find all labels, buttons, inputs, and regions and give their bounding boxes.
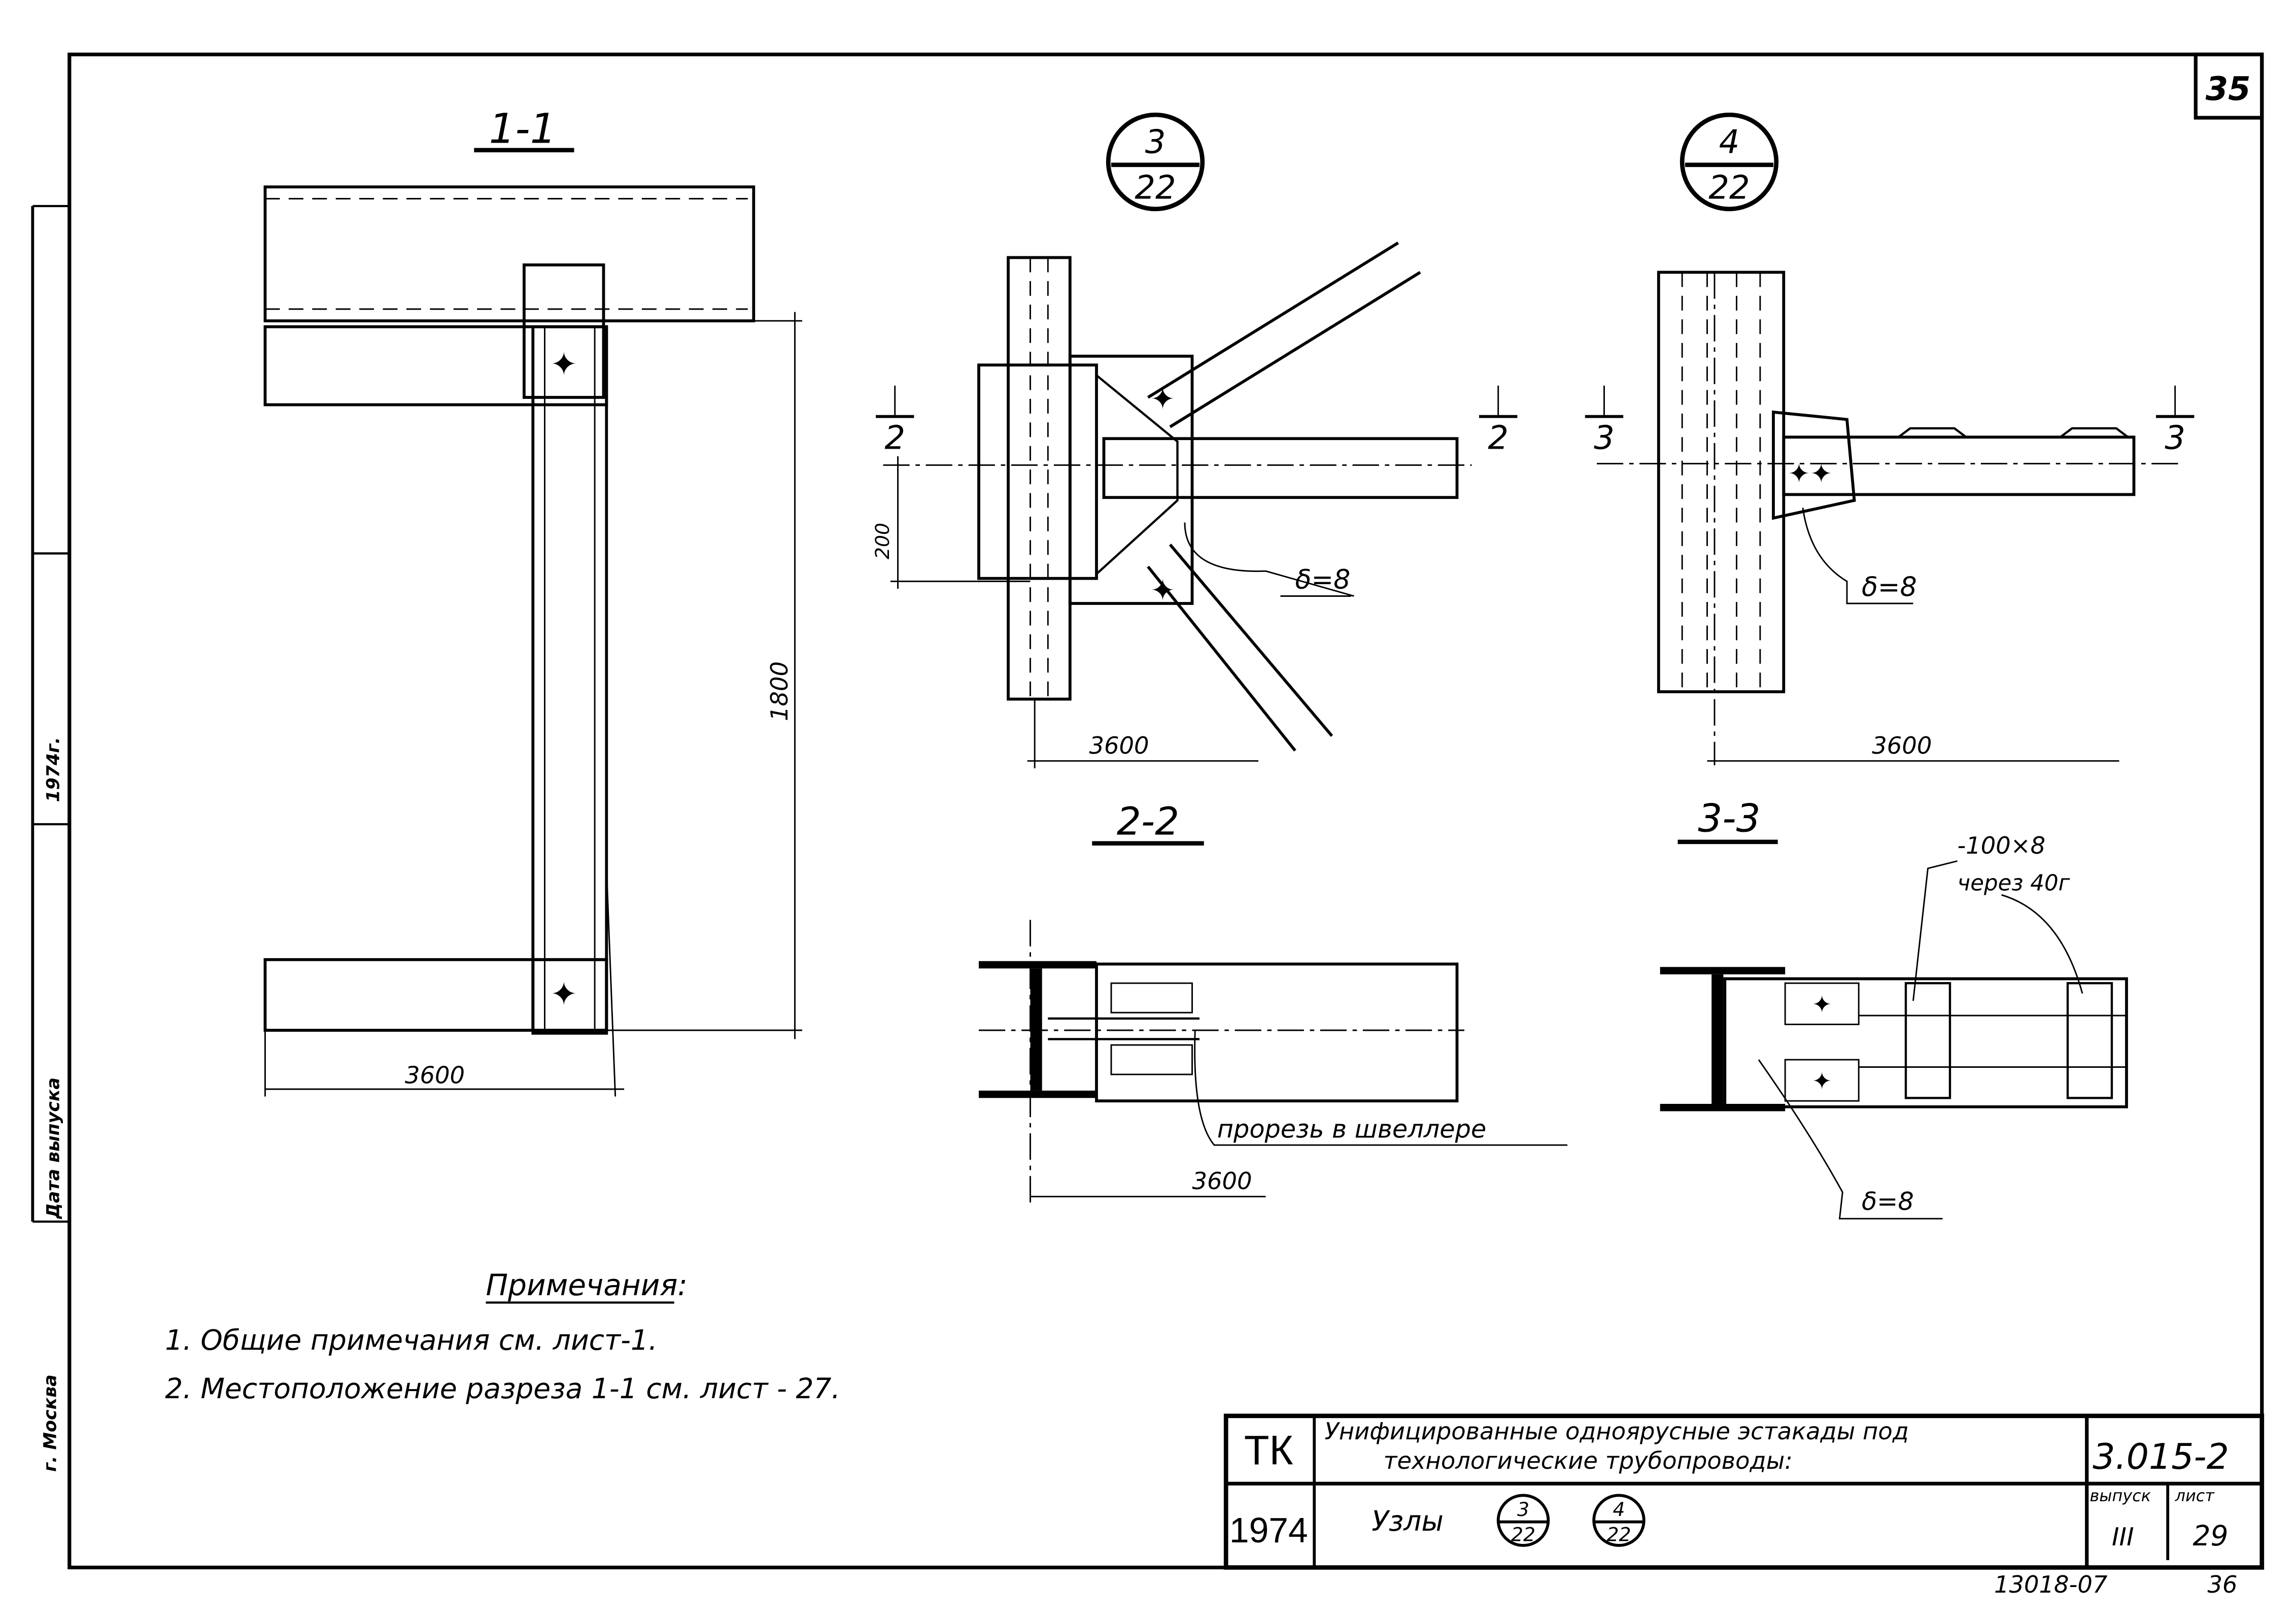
dim-3600: 3600 xyxy=(1089,732,1149,759)
node-4-22: 4 22 ✦✦ 3 3 δ=8 3600 xyxy=(1585,112,2195,765)
cut-mark-right: 3 xyxy=(2165,419,2185,457)
cut-mark-right: 2 xyxy=(1488,419,1509,457)
sheet-frame xyxy=(67,52,2264,1570)
section-1-1-title: 1-1 xyxy=(489,105,557,153)
series-code: 3.015-2 xyxy=(2093,1436,2229,1477)
order-number: 13018-07 xyxy=(1994,1571,2108,1598)
callout-b-top: 4 xyxy=(1613,1498,1625,1521)
callout-bottom: 22 xyxy=(1708,169,1750,207)
plate-label: δ=8 xyxy=(1862,572,1917,603)
callout-a-top: 3 xyxy=(1517,1498,1529,1521)
org-code: ТК xyxy=(1244,1427,1293,1473)
corner-number-box: 35 xyxy=(2194,52,2264,120)
section-1-1: 1-1 ✦ ✦ 1800 3600 xyxy=(263,105,802,1097)
slot-label: прорезь в швеллере xyxy=(1217,1115,1486,1144)
cut-mark-left: 2 xyxy=(884,419,905,457)
sheet-label: лист xyxy=(2175,1486,2215,1505)
strip-year: 1974г. xyxy=(44,737,64,802)
callout-top: 4 xyxy=(1719,124,1740,161)
notes-title: Примечания: xyxy=(486,1268,688,1302)
dim-3600: 3600 xyxy=(405,1061,465,1089)
strip-author: г. Москва xyxy=(41,1374,61,1472)
node-3-22: 3 22 ✦ ✦ 2 2 200 δ=8 3600 xyxy=(871,112,1518,768)
bolt-icon: ✦✦ xyxy=(1788,459,1832,489)
sheet-value: 29 xyxy=(2192,1520,2228,1552)
year: 1974 xyxy=(1229,1510,1308,1550)
page-number: 36 xyxy=(2207,1571,2237,1598)
note-item: 1. Общие примечания см. лист-1. xyxy=(165,1324,657,1356)
corner-sheet-number: 35 xyxy=(2206,71,2251,108)
bolt-icon: ✦ xyxy=(550,347,577,383)
callout-top: 3 xyxy=(1145,124,1166,161)
strip-spacing: через 40г xyxy=(1958,870,2071,896)
title-line-1: Унифицированные одноярусные эстакады под xyxy=(1324,1418,1908,1445)
dim-200: 200 xyxy=(871,523,894,559)
note-item: 2. Местоположение разреза 1-1 см. лист -… xyxy=(165,1372,840,1405)
callout-b-bottom: 22 xyxy=(1607,1523,1631,1545)
section-2-2: 2-2 прорезь в швеллере 3600 xyxy=(979,799,1567,1207)
callout-bottom: 22 xyxy=(1135,169,1176,207)
strip-stamp: Дата выпуска xyxy=(44,1077,64,1219)
bolt-icon: ✦ xyxy=(1812,992,1832,1018)
plate-label: δ=8 xyxy=(1862,1187,1914,1216)
title-line-2: технологические трубопроводы: xyxy=(1383,1447,1792,1474)
bolt-icon: ✦ xyxy=(1150,383,1175,416)
cut-mark-left: 3 xyxy=(1594,419,1615,457)
bolt-icon: ✦ xyxy=(1150,574,1175,607)
bolt-icon: ✦ xyxy=(1812,1069,1832,1095)
issue-label: выпуск xyxy=(2089,1486,2151,1505)
bolt-icon: ✦ xyxy=(550,976,577,1013)
callout-a-bottom: 22 xyxy=(1511,1523,1535,1545)
dim-3600: 3600 xyxy=(1872,732,1932,759)
issue-value: III xyxy=(2112,1522,2134,1551)
strip-label: -100×8 xyxy=(1958,832,2046,859)
section-3-3: 3-3 ✦ ✦ -100×8 через 40г δ=8 xyxy=(1660,796,2128,1220)
notes: Примечания: 1. Общие примечания см. лист… xyxy=(165,1268,840,1405)
dim-3600: 3600 xyxy=(1192,1167,1252,1195)
plate-label: δ=8 xyxy=(1295,565,1350,595)
subtitle: Узлы xyxy=(1372,1505,1444,1537)
left-margin-strip: 1974г. Дата выпуска г. Москва xyxy=(31,205,70,1472)
section-3-3-title: 3-3 xyxy=(1698,796,1760,841)
dim-1800: 1800 xyxy=(766,661,793,721)
title-block: ТК 1974 Унифицированные одноярусные эста… xyxy=(1223,1413,2265,1570)
section-2-2-title: 2-2 xyxy=(1117,799,1179,844)
